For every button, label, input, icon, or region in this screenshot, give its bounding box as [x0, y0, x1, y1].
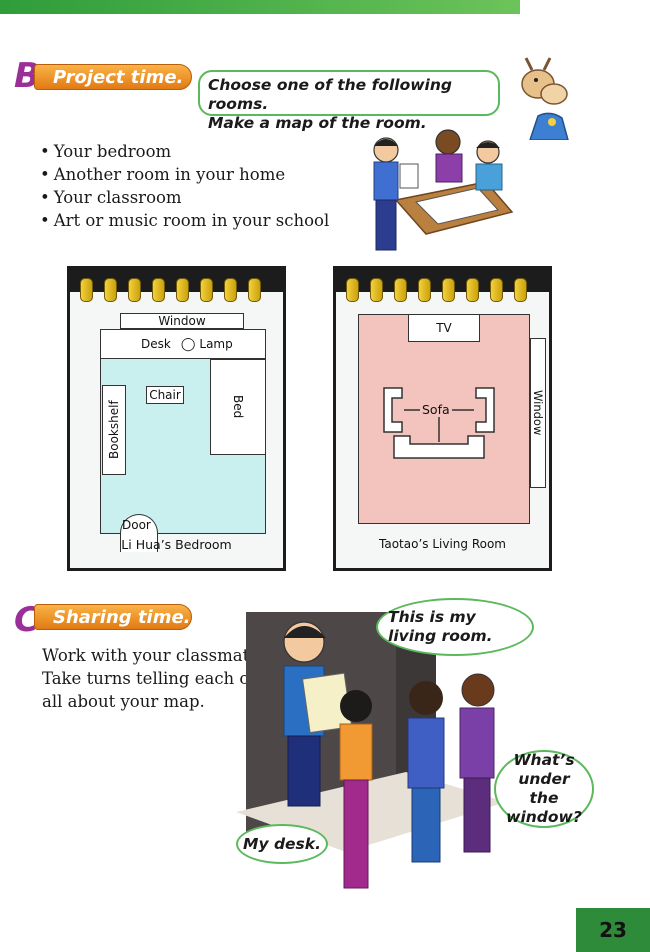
living-room-window: Window	[530, 338, 546, 488]
room-options-list: Your bedroom Another room in your home Y…	[40, 140, 330, 232]
door-arc	[120, 514, 158, 552]
ring	[466, 278, 479, 302]
sofa-label: Sofa	[420, 402, 452, 417]
living-room-map-notebook: TV Window Sofa Taotao’s Living Room	[333, 266, 552, 571]
bedroom-caption: Li Hua’s Bedroom	[121, 537, 232, 552]
top-banner-tip	[505, 0, 519, 14]
top-banner	[0, 0, 520, 14]
list-item: Your bedroom	[40, 140, 329, 163]
ring	[514, 278, 527, 302]
list-item: Art or music room in your school	[40, 209, 330, 232]
ring	[418, 278, 431, 302]
goat-illustration	[521, 57, 569, 140]
desk-label: Desk	[141, 337, 171, 351]
bubble-window: What’s under the window?	[494, 750, 594, 828]
sharing-line-3: all about your map.	[42, 692, 205, 711]
ring	[200, 278, 213, 302]
sharing-line-1: Work with your classmates.	[42, 646, 273, 665]
ring	[248, 278, 261, 302]
lamp-icon: ◯	[180, 336, 196, 352]
bedroom-chair: Chair	[146, 386, 184, 404]
bubble-desk: My desk.	[236, 824, 328, 864]
ring	[128, 278, 141, 302]
section-b-tag: Project time.	[34, 64, 192, 90]
bedroom-bed: Bed	[210, 359, 266, 455]
page-number: 23	[576, 908, 650, 952]
sofa-set	[383, 387, 495, 459]
ring	[80, 278, 93, 302]
kids-mapping-illustration	[373, 129, 514, 251]
ring	[104, 278, 117, 302]
list-item: Another room in your home	[40, 163, 329, 186]
instruction-line-1: Choose one of the following rooms.	[208, 76, 453, 113]
sharing-instructions: Work with your classmates. Take turns te…	[42, 644, 284, 713]
ring	[152, 278, 165, 302]
bubble-living-room: This is my living room.	[376, 598, 534, 656]
bedroom-map-notebook: Window Desk ◯ Lamp Chair Bookshelf Bed D…	[67, 266, 286, 571]
bedroom-bookshelf: Bookshelf	[102, 385, 126, 475]
living-room-tv: TV	[408, 314, 480, 342]
section-c-tag: Sharing time.	[34, 604, 192, 630]
instruction-bubble: Choose one of the following rooms. Make …	[198, 70, 500, 132]
sharing-line-2: Take turns telling each other	[42, 669, 285, 688]
living-room-caption: Taotao’s Living Room	[379, 537, 506, 551]
ring	[176, 278, 189, 302]
ring	[224, 278, 237, 302]
door-label: Door	[122, 518, 151, 532]
ring	[490, 278, 503, 302]
instruction-line-2: Make a map of the room.	[208, 114, 427, 132]
ring	[346, 278, 359, 302]
ring	[370, 278, 383, 302]
ring	[394, 278, 407, 302]
list-item: Your classroom	[40, 186, 329, 209]
bedroom-window: Window	[120, 313, 244, 329]
lamp-label: Lamp	[199, 337, 233, 351]
ring	[442, 278, 455, 302]
bedroom-desk: Desk ◯ Lamp	[100, 329, 266, 359]
